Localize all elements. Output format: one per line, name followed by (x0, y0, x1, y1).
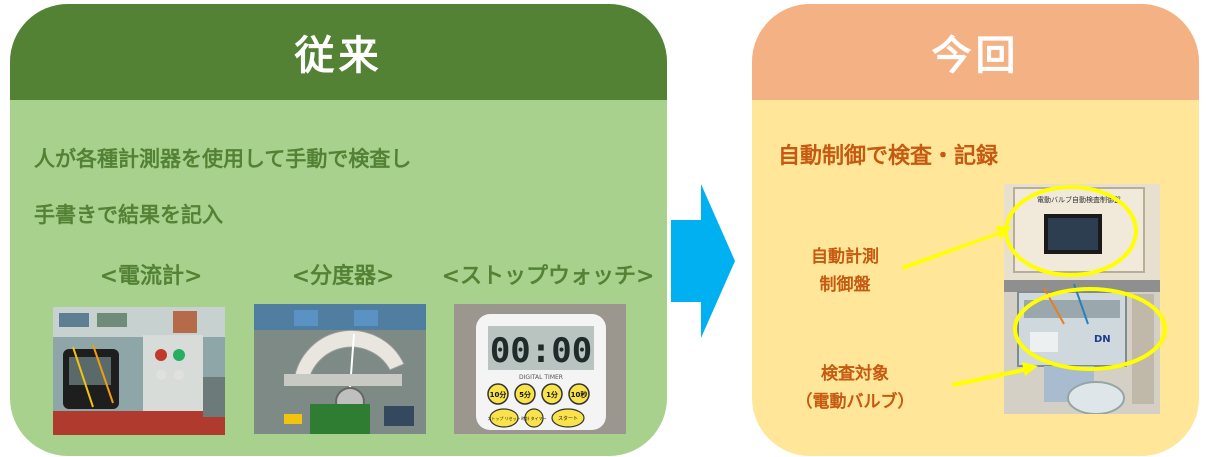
ammeter-label: <電流計> (99, 264, 203, 289)
protractor-photo (254, 304, 426, 434)
conventional-description-line2: 手書きで結果を記入 (34, 203, 223, 227)
stopwatch-bottom-buttons: ストップ リセット 時計 タイマー スタート (487, 408, 585, 428)
transition-arrow-icon (671, 184, 735, 338)
current-description: 自動制御で検査・記録 (778, 144, 999, 169)
svg-text:スタート: スタート (558, 415, 578, 422)
svg-text:ストップ リセット: ストップ リセット (487, 415, 520, 421)
protractor-label: <分度器> (291, 264, 395, 289)
svg-text:時計 タイマー: 時計 タイマー (521, 415, 546, 421)
automatic-control-photo: 電動バルブ自動検査制御盤 DN (1004, 184, 1160, 414)
stopwatch-illustration: 00:00 DIGITAL TIMER 10分 5分 1分 10秒 ストップ リ… (454, 304, 626, 434)
conventional-title: 従来 (10, 4, 667, 100)
current-title: 今回 (752, 4, 1199, 100)
protractor-illustration (254, 304, 426, 434)
svg-text:10秒: 10秒 (571, 390, 588, 399)
conventional-description-line1: 人が各種計測器を使用して手動で検査し (34, 147, 412, 171)
ammeter-illustration (53, 307, 225, 435)
stopwatch-photo: 00:00 DIGITAL TIMER 10分 5分 1分 10秒 ストップ リ… (454, 304, 626, 434)
stopwatch-top-buttons: 10分 5分 1分 10秒 (487, 383, 590, 405)
control-panel-callout-line2: 制御盤 (819, 275, 871, 295)
svg-text:5分: 5分 (519, 390, 531, 399)
control-panel-callout-line1: 自動計測 (811, 247, 879, 267)
svg-text:1分: 1分 (546, 390, 558, 399)
inspection-target-callout-line2: （電動バルブ） (795, 392, 915, 412)
control-panel-callout: 自動計測 制御盤 (790, 243, 900, 299)
control-panel-illustration: 電動バルブ自動検査制御盤 DN (1004, 184, 1160, 414)
inspection-target-callout: 検査対象 （電動バルブ） (770, 360, 940, 416)
panel-plate-text: 電動バルブ自動検査制御盤 (1037, 195, 1121, 204)
ammeter-photo (53, 307, 225, 435)
stopwatch-brand-text: DIGITAL TIMER (519, 374, 563, 381)
valve-tag-text: DN (1094, 334, 1111, 345)
svg-text:10分: 10分 (490, 390, 507, 399)
stopwatch-display-text: 00:00 (490, 331, 592, 371)
inspection-target-callout-line1: 検査対象 (821, 364, 889, 384)
stopwatch-label: <ストップウォッチ> (441, 264, 655, 289)
